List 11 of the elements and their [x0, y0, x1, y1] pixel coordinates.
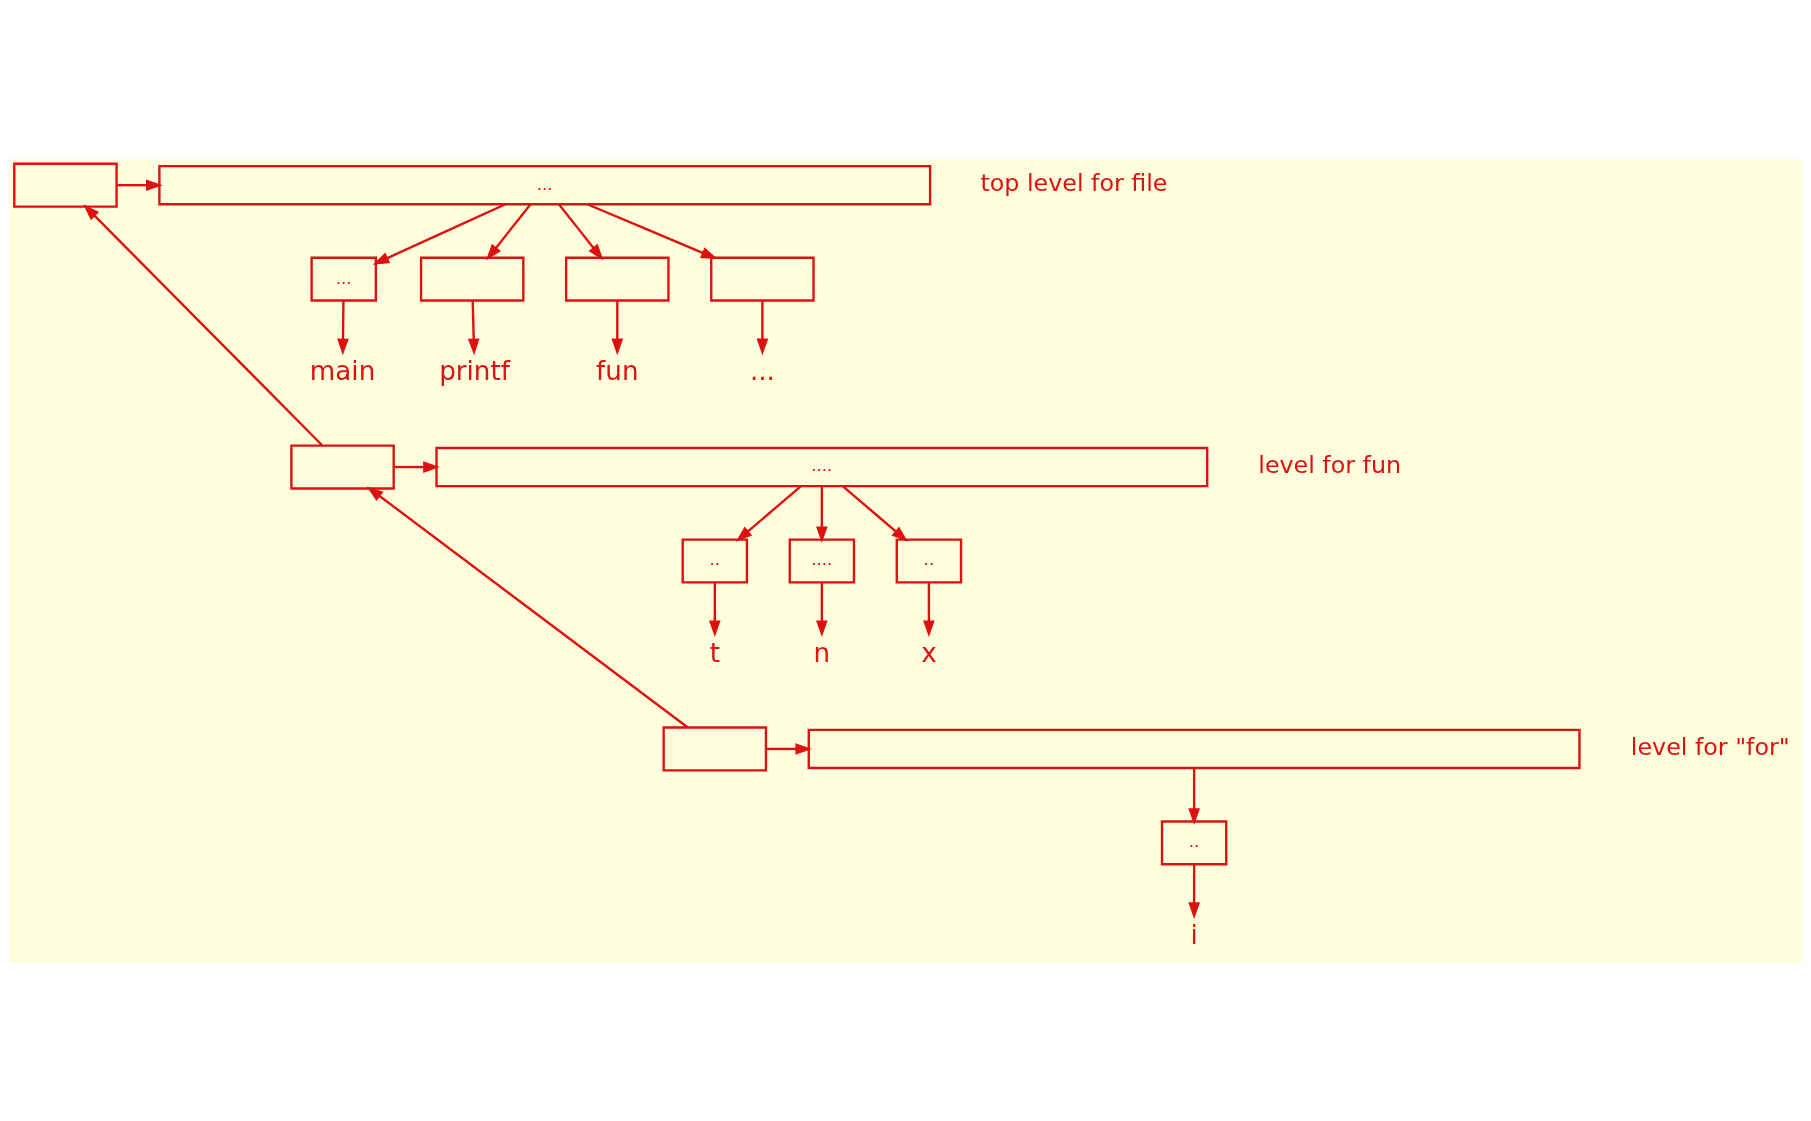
node-text: fun: [595, 355, 638, 386]
node-text: x: [920, 637, 937, 668]
node-text: t: [709, 637, 720, 668]
node-text: main: [309, 355, 375, 386]
node-label: top level for file: [980, 168, 1167, 197]
node-label: level for fun: [1257, 450, 1401, 479]
node-label: level for "for": [1630, 732, 1790, 761]
node-text: i: [1189, 918, 1198, 949]
node-text: printf: [438, 355, 510, 386]
node-text: ...: [749, 355, 775, 386]
node-text: n: [813, 637, 830, 668]
